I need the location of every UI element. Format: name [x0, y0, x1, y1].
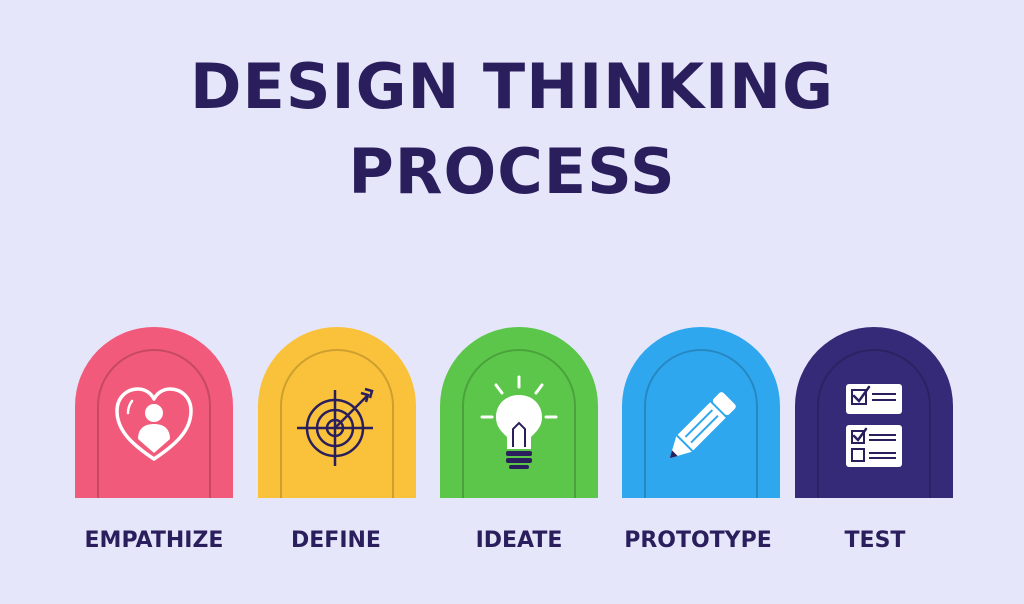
target-arrow-icon	[297, 387, 374, 466]
heart-person-icon	[115, 387, 193, 461]
pencil-icon	[669, 392, 736, 459]
title-line-2: PROCESS	[348, 135, 676, 208]
stage-ideate	[440, 327, 598, 498]
stage-label-define: DEFINE	[291, 528, 381, 553]
arch-inner-border	[280, 349, 394, 498]
arch-inner-border	[97, 349, 211, 498]
stage-define	[258, 327, 416, 498]
stage-test	[795, 327, 953, 498]
arch-inner-border	[817, 349, 931, 498]
stage-label-prototype: PROTOTYPE	[624, 528, 772, 553]
stage-label-test: TEST	[844, 528, 906, 553]
stage-empathize	[75, 327, 233, 498]
stage-prototype	[622, 327, 780, 498]
stage-label-empathize: EMPATHIZE	[84, 528, 224, 553]
stage-label-ideate: IDEATE	[475, 528, 563, 553]
checklist-icon	[846, 384, 902, 467]
arch-inner-border	[644, 349, 758, 498]
title-line-1: DESIGN THINKING	[190, 50, 834, 123]
arch-inner-border	[462, 349, 576, 498]
lightbulb-icon	[480, 375, 558, 469]
